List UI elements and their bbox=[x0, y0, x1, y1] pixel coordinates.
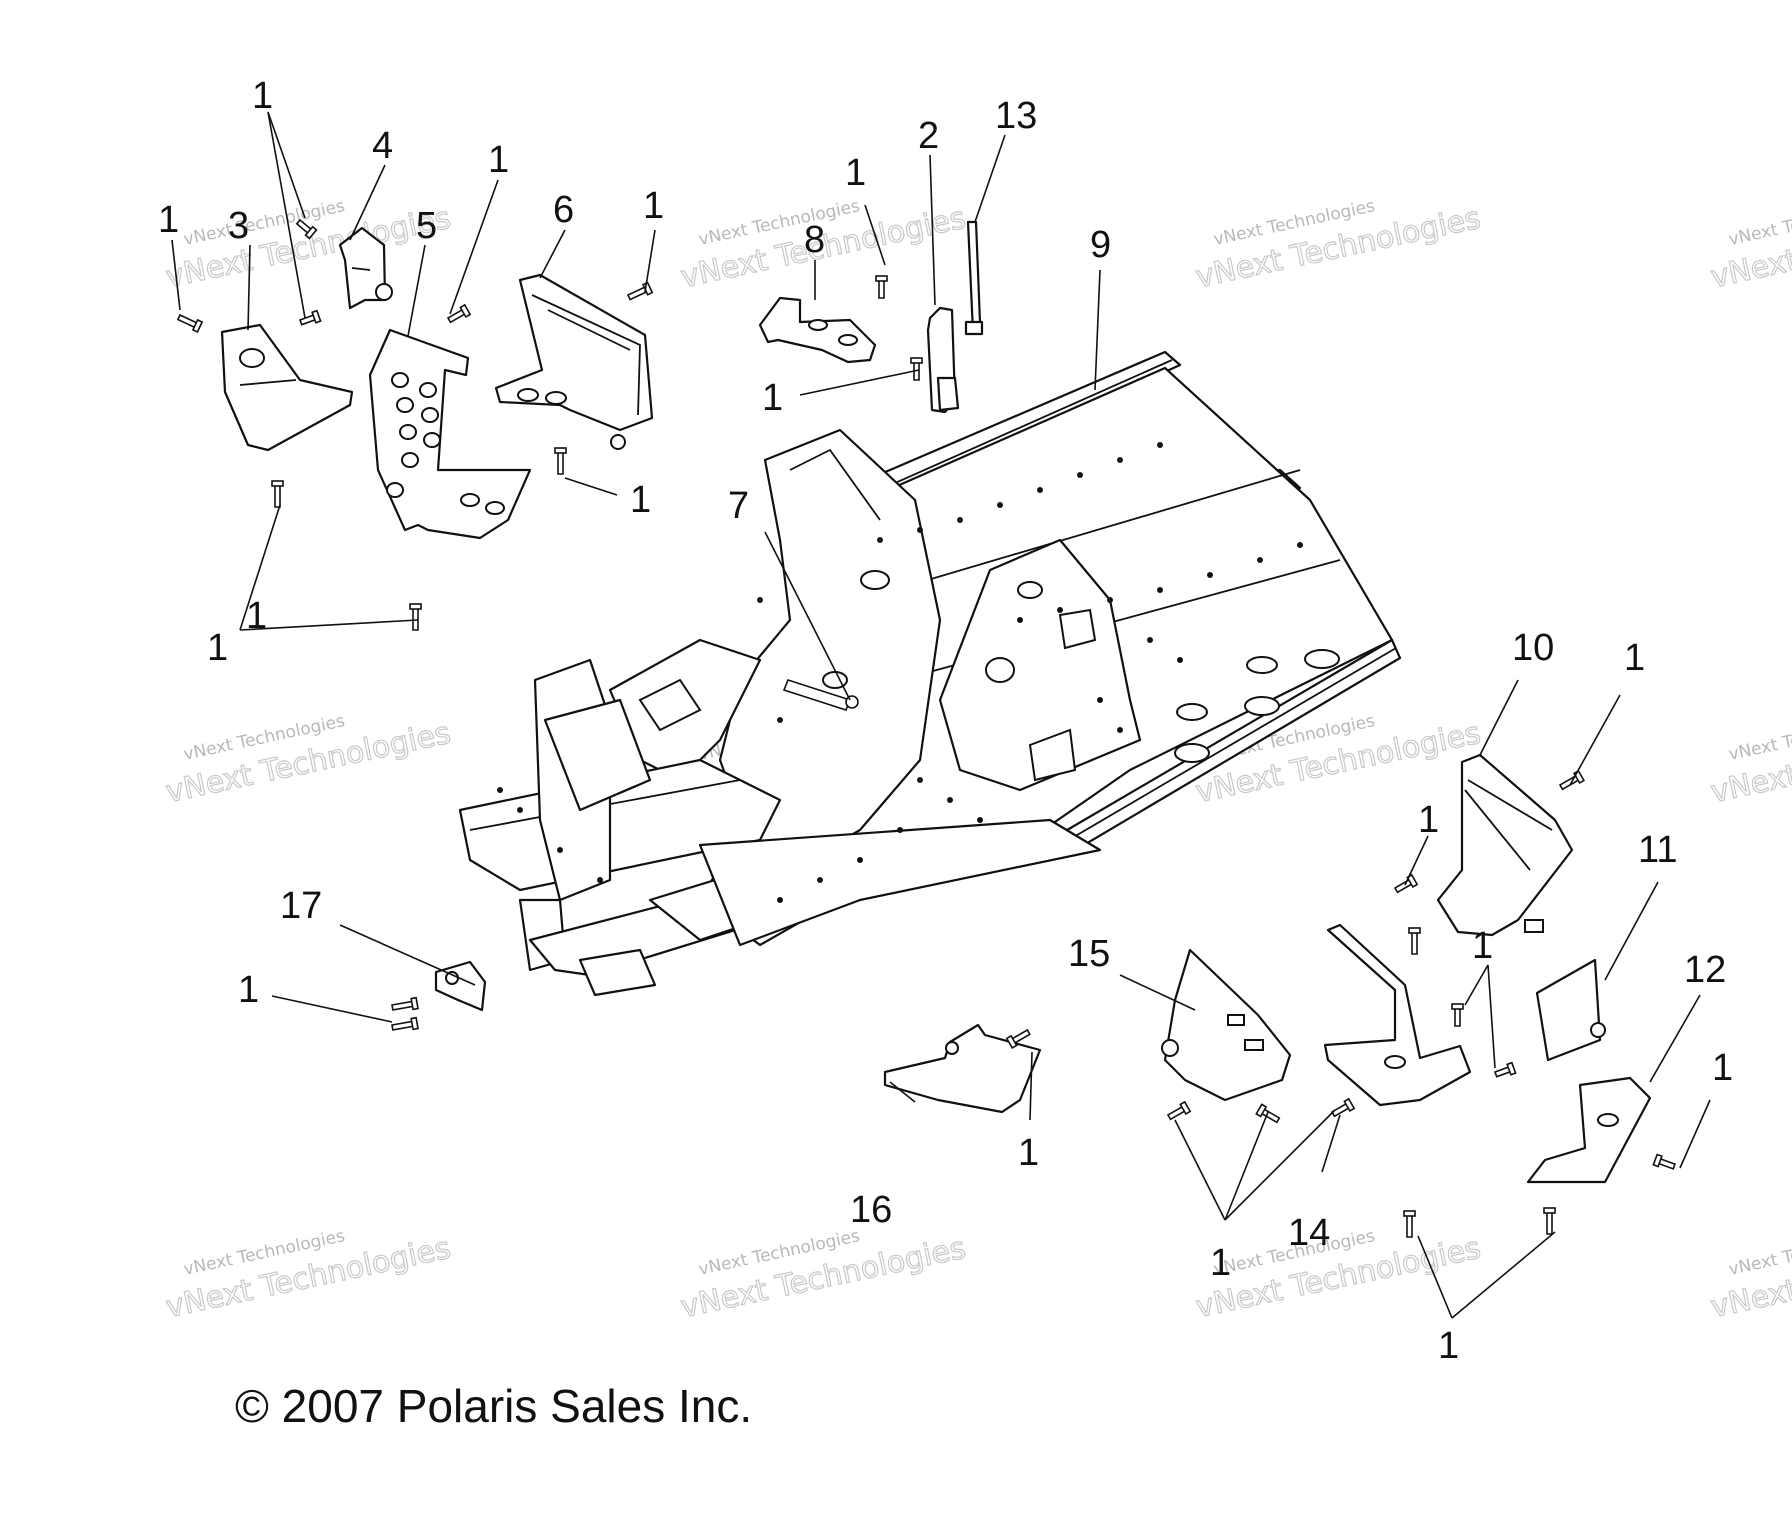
watermark: vNext Technologies vNext Technologies bbox=[1707, 196, 1792, 296]
callout-1: 1 bbox=[158, 199, 179, 241]
rivet-dots bbox=[497, 442, 1303, 903]
callout-16: 16 bbox=[850, 1189, 892, 1231]
part-14-frame bbox=[1323, 923, 1472, 1107]
callout-17: 17 bbox=[280, 885, 322, 927]
callout-12: 12 bbox=[1684, 949, 1726, 991]
part-3-bracket bbox=[220, 323, 354, 452]
callout-13: 13 bbox=[995, 95, 1037, 137]
callout-1: 1 bbox=[1712, 1047, 1733, 1089]
callout-5: 5 bbox=[416, 205, 437, 247]
callout-1: 1 bbox=[488, 139, 509, 181]
callout-6: 6 bbox=[553, 189, 574, 231]
callout-1: 1 bbox=[238, 969, 259, 1011]
watermark: vNext Technologies vNext Technologies bbox=[1707, 1226, 1792, 1326]
callout-1: 1 bbox=[1472, 925, 1493, 967]
callout-1: 1 bbox=[246, 595, 267, 637]
watermark: vNext Technologies vNext Technologies bbox=[677, 1226, 969, 1326]
watermark: vNext Technologies vNext Technologies bbox=[1192, 1226, 1484, 1326]
callout-1: 1 bbox=[1418, 799, 1439, 841]
callout-1: 1 bbox=[1438, 1325, 1459, 1367]
part-13-strap bbox=[964, 220, 984, 336]
part-11-cover bbox=[1535, 958, 1606, 1062]
callout-labels: 1 1 4 1 1 3 5 6 1 2 13 1 8 9 1 1 1 7 10 … bbox=[158, 75, 1733, 1367]
part-6-bracket bbox=[494, 273, 654, 450]
watermark: vNext Technologies vNext Technologies bbox=[162, 1226, 454, 1326]
callout-1: 1 bbox=[1210, 1242, 1231, 1284]
chassis-frame bbox=[458, 350, 1402, 997]
callout-1: 1 bbox=[1624, 637, 1645, 679]
leader-lines bbox=[171, 111, 1711, 1319]
callout-1: 1 bbox=[1018, 1132, 1039, 1174]
callout-1: 1 bbox=[643, 185, 664, 227]
watermark: vNext Technologies vNext Technologies bbox=[1707, 711, 1792, 811]
part-8-bracket bbox=[758, 296, 877, 364]
watermark: vNext Technologies vNext Technologies bbox=[1192, 196, 1484, 296]
part-15-panel bbox=[1161, 948, 1292, 1102]
callout-1: 1 bbox=[845, 152, 866, 194]
callout-7: 7 bbox=[728, 485, 749, 527]
callout-3: 3 bbox=[228, 205, 249, 247]
part-17-bracket bbox=[434, 960, 487, 1012]
svg-text:vNext Technologies: vNext Technologies bbox=[1708, 201, 1792, 296]
callout-15: 15 bbox=[1068, 933, 1110, 975]
svg-text:vNext Technologies: vNext Technologies bbox=[1708, 1231, 1792, 1326]
part-5-plate bbox=[368, 328, 532, 540]
callout-8: 8 bbox=[804, 219, 825, 261]
watermark: vNext Technologies vNext Technologies bbox=[162, 711, 454, 811]
callout-11: 11 bbox=[1638, 829, 1677, 871]
copyright-notice: © 2007 Polaris Sales Inc. bbox=[235, 1380, 752, 1432]
part-16-plate bbox=[883, 1023, 1042, 1114]
callout-1: 1 bbox=[762, 377, 783, 419]
callout-14: 14 bbox=[1288, 1212, 1330, 1254]
callout-4: 4 bbox=[372, 125, 393, 167]
callout-9: 9 bbox=[1090, 224, 1111, 266]
svg-text:vNext Technologies: vNext Technologies bbox=[1708, 716, 1792, 811]
callout-10: 10 bbox=[1512, 627, 1554, 669]
part-12-plate bbox=[1526, 1076, 1652, 1184]
part-10-cover bbox=[1436, 753, 1574, 937]
svg-text:vNext Technologies: vNext Technologies bbox=[1727, 711, 1792, 765]
part-4-bracket bbox=[338, 226, 393, 310]
svg-text:vNext Technologies: vNext Technologies bbox=[1727, 196, 1792, 250]
callout-1: 1 bbox=[630, 479, 651, 521]
fasteners bbox=[176, 218, 1676, 1238]
svg-text:vNext Technologies: vNext Technologies bbox=[1727, 1226, 1792, 1280]
callout-1: 1 bbox=[207, 627, 228, 669]
callout-2: 2 bbox=[918, 115, 939, 157]
part-2-handle-mount bbox=[926, 306, 960, 414]
callout-1: 1 bbox=[252, 75, 273, 117]
